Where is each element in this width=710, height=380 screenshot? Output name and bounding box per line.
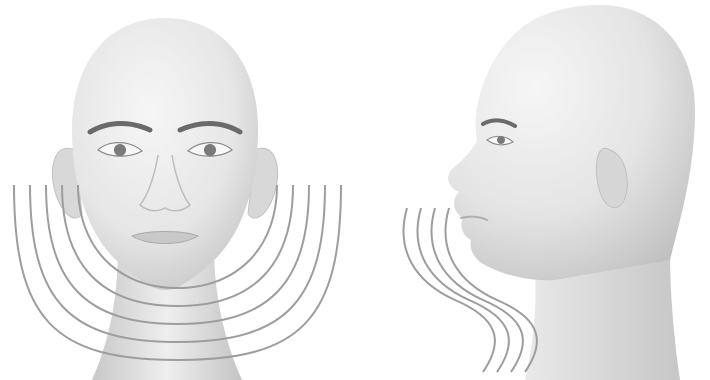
- head: [448, 5, 695, 280]
- head: [72, 18, 258, 290]
- side-head-figure: [355, 0, 710, 380]
- front-head-figure: [0, 0, 355, 380]
